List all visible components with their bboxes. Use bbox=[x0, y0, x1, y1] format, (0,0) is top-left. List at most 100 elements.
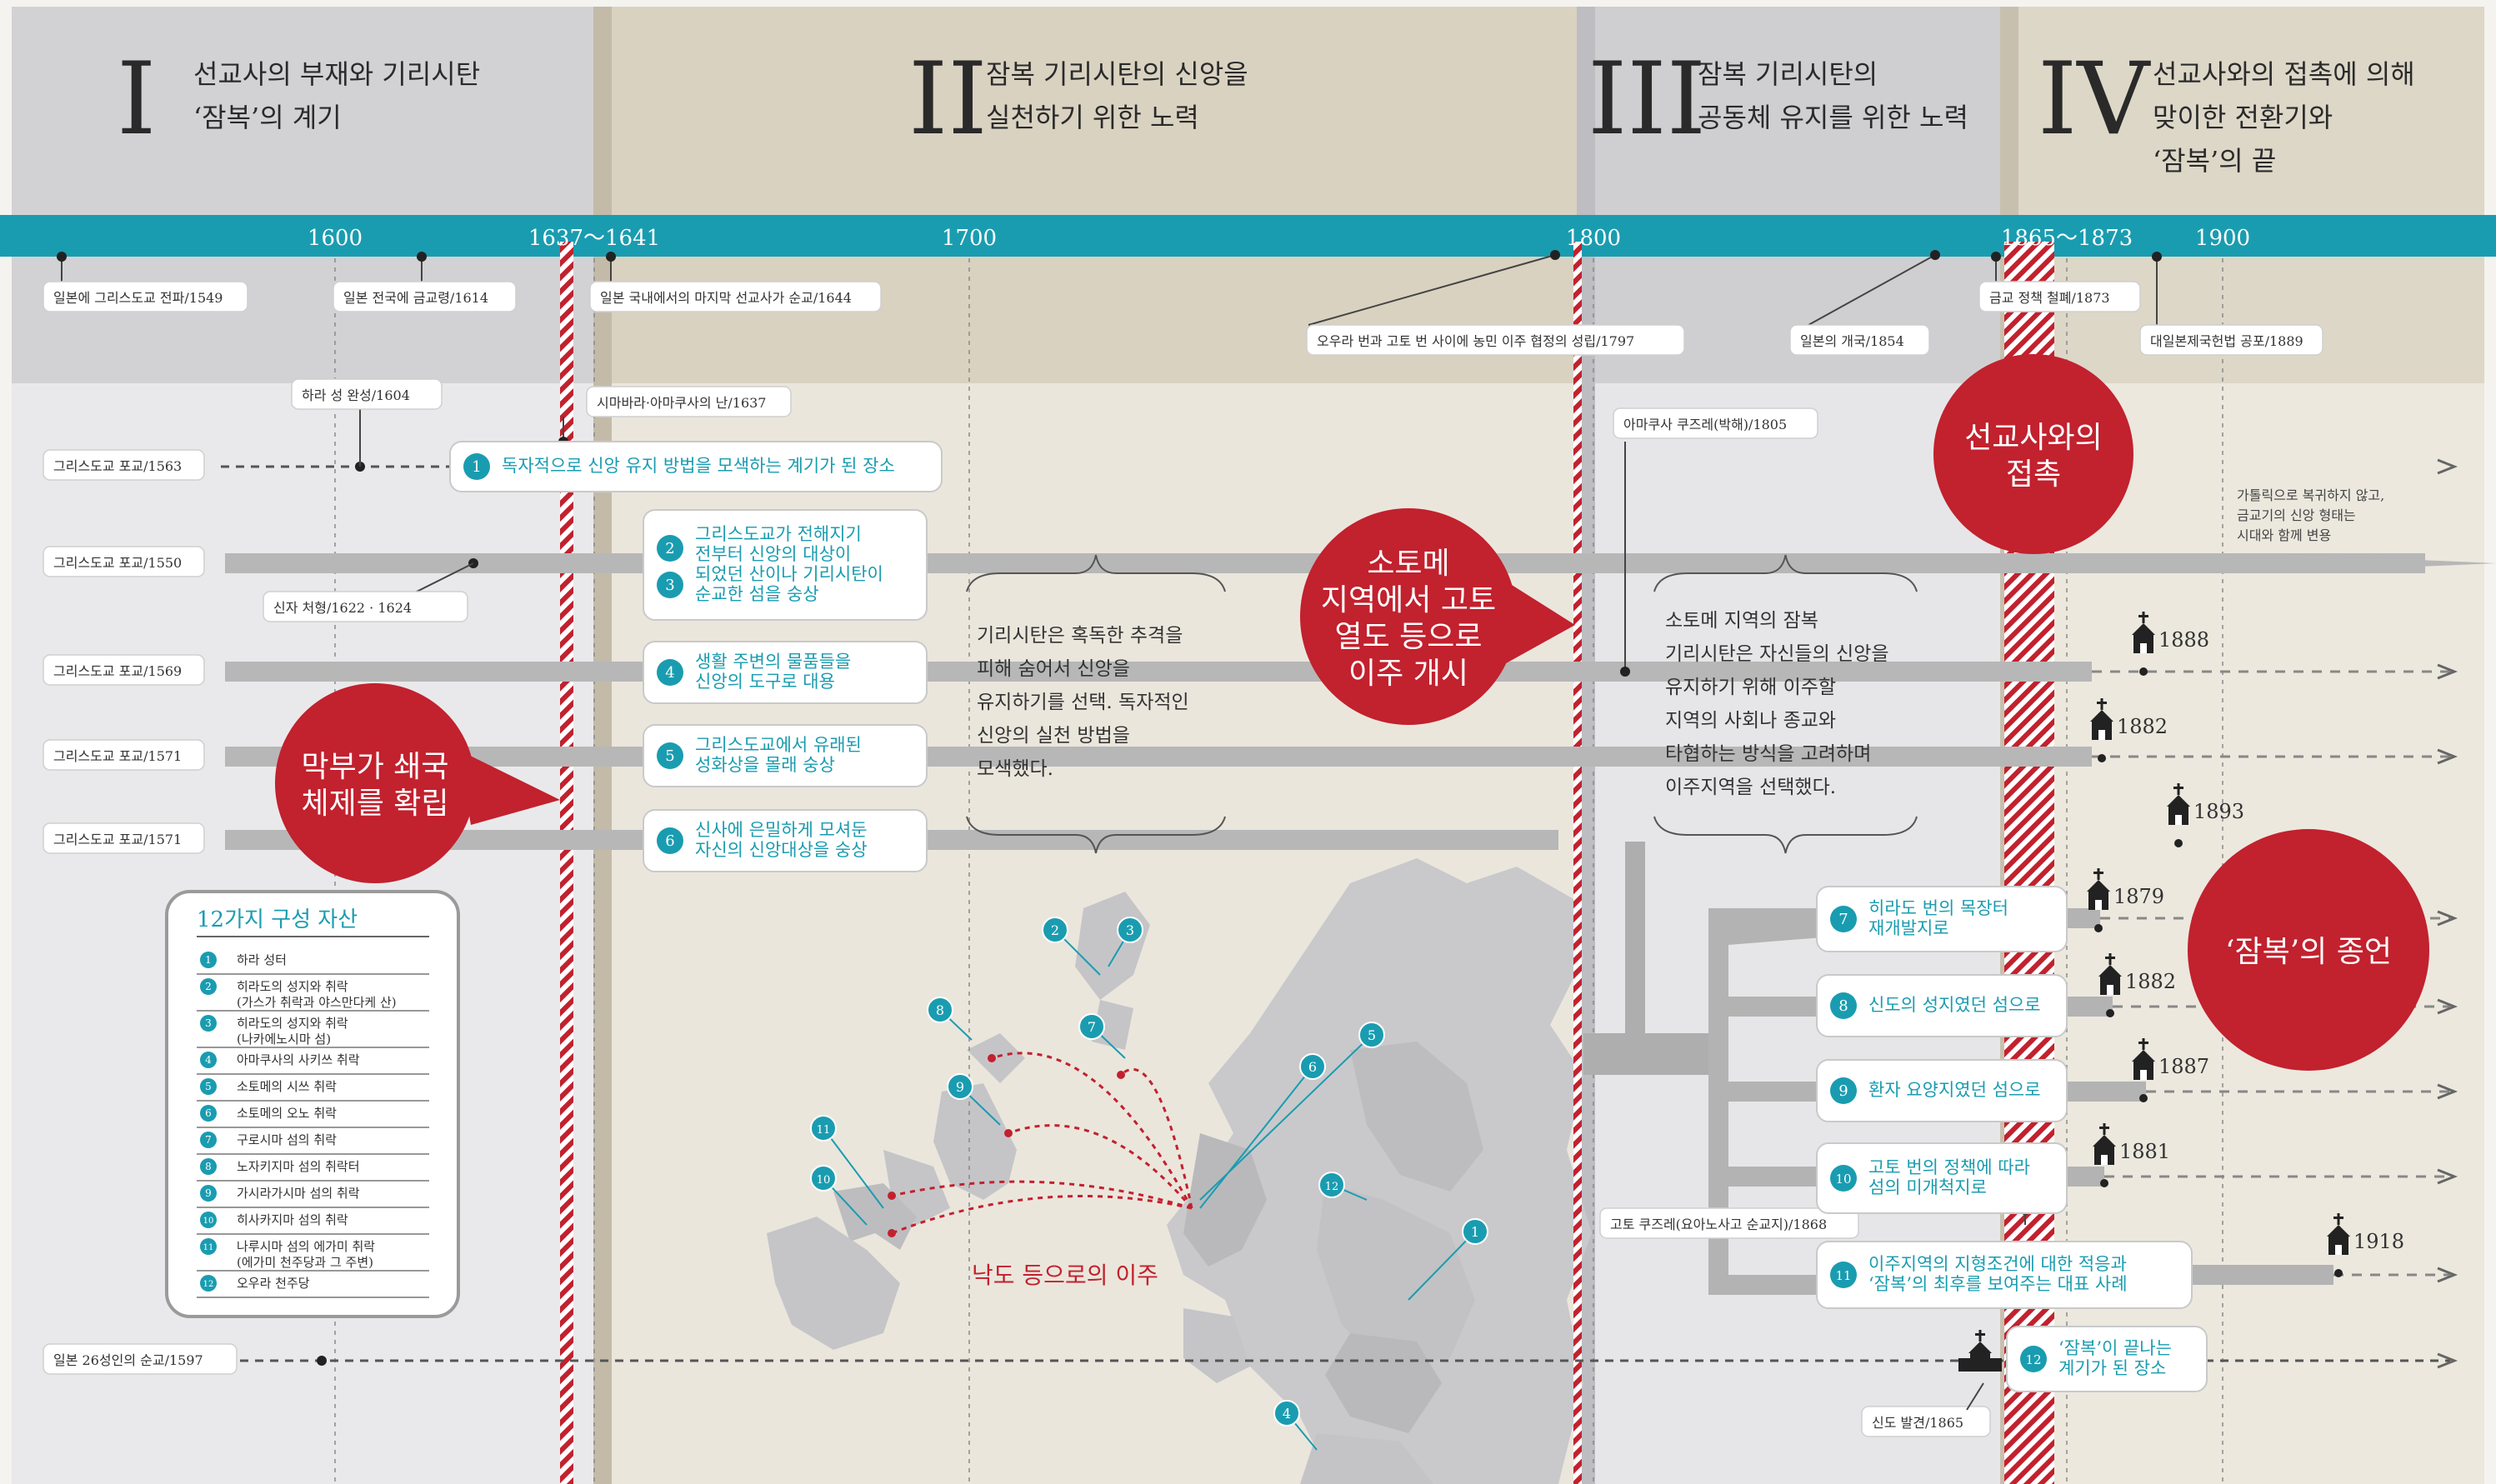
site-number-badge bbox=[657, 535, 683, 562]
church-cross bbox=[2099, 1127, 2109, 1129]
legend-number: 3 bbox=[205, 1017, 212, 1029]
event-label: 그리스도교 포교/1550 bbox=[53, 555, 182, 571]
legend-item-text: (에가미 천주당과 그 주변) bbox=[237, 1255, 373, 1270]
circle-text: 지역에서 고토 bbox=[1321, 583, 1496, 617]
event-label: 그리스도교 포교/1571 bbox=[53, 832, 182, 847]
legend-item-text: 히라도의 성지와 취락 bbox=[237, 1016, 348, 1031]
site-number: 12 bbox=[2025, 1352, 2041, 1367]
site-number: 5 bbox=[665, 747, 674, 765]
event-chip bbox=[263, 591, 468, 622]
arrow-head bbox=[2437, 1267, 2458, 1283]
circle-text: 이주 개시 bbox=[1348, 657, 1468, 691]
site-box-frame bbox=[449, 441, 943, 492]
map-leader bbox=[1199, 1066, 1313, 1209]
legend-number: 9 bbox=[205, 1187, 212, 1199]
circle-text: 소토메 bbox=[1367, 547, 1449, 581]
church-door bbox=[2140, 643, 2147, 653]
legend-item-text: 구로시마 섬의 취락 bbox=[237, 1132, 337, 1147]
legend-badge bbox=[200, 1015, 217, 1032]
migration-arrow-head bbox=[888, 1192, 896, 1200]
arrow-head bbox=[2437, 910, 2458, 927]
event-label: 그리스도교 포교/1563 bbox=[53, 458, 182, 474]
legend-number: 4 bbox=[205, 1054, 212, 1066]
site-text: 되었던 산이나 기리시탄이 bbox=[695, 564, 883, 584]
legend-item-text: (나카에노시마 섬) bbox=[237, 1032, 331, 1047]
kyushu-map bbox=[767, 858, 1592, 1484]
year-label: 1800 bbox=[1566, 226, 1621, 251]
legend-item-text: (가스가 취락과 야스만다케 산) bbox=[237, 995, 397, 1010]
legend-item-text: 오우라 천주당 bbox=[237, 1276, 310, 1291]
oura-church-base bbox=[1958, 1358, 2002, 1372]
legend-item-text: 소토메의 오노 취락 bbox=[237, 1106, 337, 1121]
event-chip bbox=[43, 281, 248, 312]
event-chip bbox=[291, 378, 443, 410]
event-label: 그리스도교 포교/1571 bbox=[53, 748, 182, 764]
circle-pointer bbox=[458, 750, 560, 825]
event-chip bbox=[43, 654, 205, 686]
church-roof bbox=[2087, 880, 2110, 892]
site-number-badge bbox=[657, 659, 683, 686]
event-chip bbox=[1613, 407, 1818, 439]
event-dot bbox=[2152, 252, 2162, 262]
map-leader bbox=[1408, 1231, 1476, 1301]
note-text: 유지하기 위해 이주할 bbox=[1665, 677, 1836, 698]
church-roof bbox=[2093, 1135, 2116, 1147]
circle-text: ‘잠복’의 종언 bbox=[2225, 935, 2392, 969]
event-label: 일본 전국에 금교령/1614 bbox=[343, 290, 488, 306]
period-title: 잠복 기리시탄의 bbox=[1698, 58, 1878, 90]
circle-text: 열도 등으로 bbox=[1334, 620, 1482, 654]
church-year: 1888 bbox=[2158, 628, 2209, 652]
map-marker bbox=[1117, 917, 1143, 943]
event-label: 대일본제국헌법 공포/1889 bbox=[2150, 333, 2303, 349]
church-roof bbox=[2132, 623, 2155, 635]
event-label: 일본에 그리스도교 전파/1549 bbox=[53, 290, 223, 306]
church-door bbox=[2175, 815, 2182, 825]
legend-item-text: 가시라가시마 섬의 취락 bbox=[237, 1186, 360, 1201]
church-year: 1918 bbox=[2353, 1230, 2404, 1253]
site-text: ‘잠복’이 끝나는 bbox=[2058, 1338, 2172, 1358]
site-text: 성화상을 몰래 숭상 bbox=[695, 755, 835, 775]
legend-badge bbox=[200, 1238, 217, 1255]
map-marker-number: 3 bbox=[1126, 922, 1134, 938]
site-text: 계기가 된 장소 bbox=[2058, 1358, 2166, 1378]
map-marker-number: 10 bbox=[817, 1174, 831, 1187]
legend-item-text: 소토메의 시쓰 취락 bbox=[237, 1079, 337, 1094]
migration-arrow bbox=[1008, 1124, 1193, 1209]
church-roof bbox=[2327, 1225, 2350, 1237]
circle-shape bbox=[2188, 829, 2429, 1071]
map-caption: 낙도 등으로의 이주 bbox=[972, 1262, 1158, 1289]
site-number-badge bbox=[657, 742, 683, 769]
map-marker-number: 1 bbox=[1471, 1224, 1479, 1240]
legend-badge bbox=[200, 1078, 217, 1095]
church-dot bbox=[2100, 1179, 2108, 1187]
site-box-frame bbox=[1816, 974, 2068, 1037]
site-box-frame bbox=[643, 809, 928, 872]
legend-title: 12가지 구성 자산 bbox=[197, 907, 358, 932]
church-cross bbox=[2138, 1042, 2148, 1044]
event-chip bbox=[43, 1343, 238, 1375]
legend-number: 10 bbox=[203, 1217, 214, 1226]
church-cross bbox=[1975, 1333, 1985, 1336]
church-icon bbox=[2090, 698, 2113, 740]
event-label: 일본의 개국/1854 bbox=[1800, 333, 1904, 349]
legend-number: 6 bbox=[205, 1107, 212, 1119]
site-number-badge bbox=[2020, 1346, 2047, 1372]
site-number-badge bbox=[657, 827, 683, 854]
site-box-frame bbox=[643, 724, 928, 787]
church-icon bbox=[2327, 1213, 2350, 1255]
arrow-head bbox=[2437, 1352, 2458, 1369]
site-text: 히라도 번의 목장터 bbox=[1868, 898, 2008, 918]
period-title: 선교사의 부재와 기리시탄 bbox=[193, 58, 480, 90]
site-text: 자신의 신앙대상을 숭상 bbox=[695, 840, 868, 860]
church-dot bbox=[2098, 754, 2106, 762]
legend-number: 11 bbox=[203, 1243, 214, 1252]
site-number-badge bbox=[1830, 1077, 1857, 1104]
site-number: 3 bbox=[665, 577, 674, 594]
site-number: 1 bbox=[472, 458, 481, 476]
arrow-head bbox=[2437, 663, 2458, 680]
church-year: 1881 bbox=[2119, 1140, 2170, 1163]
